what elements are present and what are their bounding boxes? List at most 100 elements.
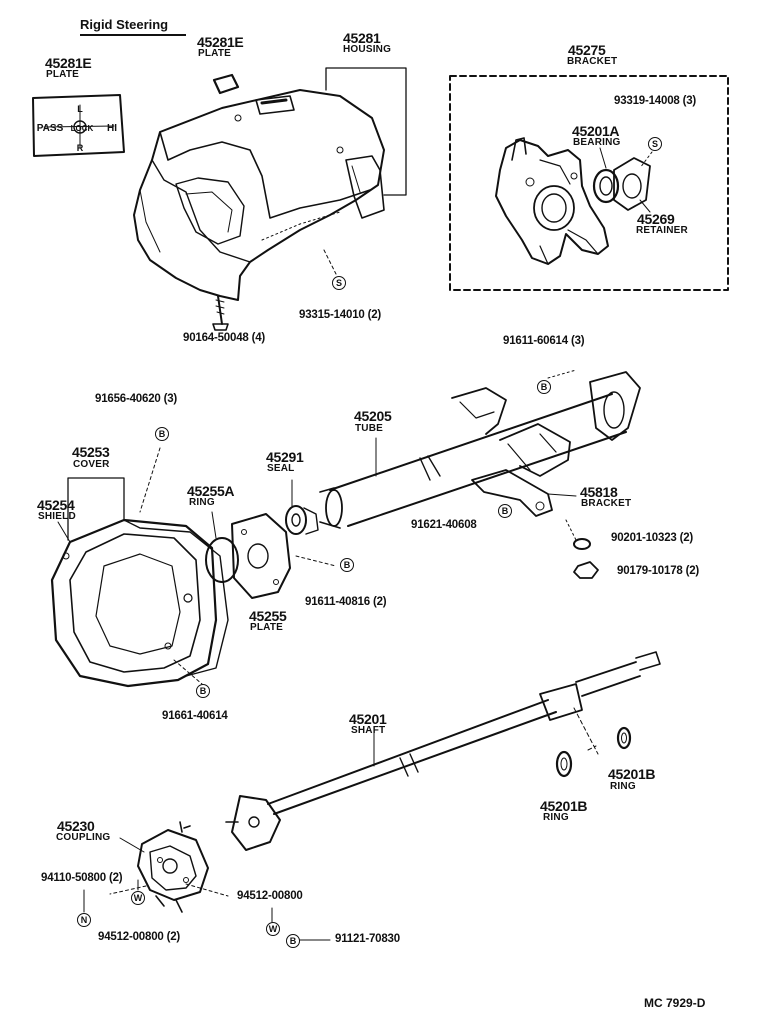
- ring-201B-guide: [573, 707, 599, 755]
- ring-201B-a-drawing: [555, 750, 573, 778]
- diagram-code: MC 7929-D: [644, 996, 706, 1010]
- bracket-bolt-leader: [639, 151, 653, 169]
- retainer-drawing: [613, 157, 651, 211]
- pn-90201: 90201-10323 (2): [611, 532, 694, 544]
- bracket-nut-leader: [565, 519, 577, 541]
- part-45275-name: BRACKET: [567, 56, 618, 67]
- part-45818-name: BRACKET: [581, 498, 632, 509]
- part-45269-name: RETAINER: [636, 225, 688, 236]
- pn-91611-40816: 91611-40816 (2): [305, 596, 387, 608]
- plate-bolt-leader: [295, 555, 337, 567]
- part-45818-number: 45818: [580, 484, 618, 500]
- part-45205-name: TUBE: [355, 423, 384, 434]
- lower-cover-bolt-leader: [173, 659, 203, 685]
- part-45253-name: COVER: [73, 459, 110, 470]
- b-badge-lower-cover: B: [196, 684, 210, 698]
- pn-91661: 91661-40614: [162, 710, 228, 722]
- part-45201A-name: BEARING: [573, 137, 621, 148]
- washer-drawing: [573, 538, 591, 550]
- coupling-bolt-leader: [109, 885, 147, 895]
- b-badge-bracket: B: [498, 504, 512, 518]
- part-45281E-a-name: PLATE: [46, 69, 80, 80]
- screw-drawing: [212, 295, 229, 331]
- pn-94110: 94110-50800 (2): [41, 872, 123, 884]
- b-badge-cover: B: [155, 427, 169, 441]
- pn-93319: 93319-14008 (3): [614, 95, 697, 107]
- part-45201A-number: 45201A: [572, 123, 620, 139]
- upper-bolt-leader: [547, 369, 577, 379]
- pn-94512-b: 94512-00800 (2): [98, 931, 181, 943]
- part-45201-name: SHAFT: [351, 725, 386, 736]
- part-45230-name: COUPLING: [56, 832, 111, 843]
- part-45201-number: 45201: [349, 711, 387, 727]
- part-45281E-b-number: 45281E: [197, 34, 244, 50]
- part-45253-number: 45253: [72, 444, 110, 460]
- b-badge-pinch-bolt: B: [286, 934, 300, 948]
- pn-93315: 93315-14010 (2): [299, 309, 382, 321]
- b-badge-plate: B: [340, 558, 354, 572]
- plate-glyph-left: PASS: [37, 123, 64, 134]
- nut-drawing: [573, 561, 599, 579]
- part-45255-name: PLATE: [250, 622, 284, 633]
- part-45205-number: 45205: [354, 408, 392, 424]
- seal-drawing: [285, 505, 319, 535]
- cover-bolt-leader: [139, 447, 161, 513]
- lock-plate-drawing: [32, 94, 125, 157]
- b-badge-tube: B: [537, 380, 551, 394]
- part-45201B-a-number: 45201B: [540, 798, 588, 814]
- pn-90179: 90179-10178 (2): [617, 565, 700, 577]
- diagram-title: Rigid Steering: [80, 17, 169, 32]
- coupling-washer-leader: [185, 883, 229, 897]
- title-underline: [80, 34, 186, 36]
- shaft-drawing: [225, 651, 661, 851]
- part-45281-number: 45281: [343, 30, 381, 46]
- plate-glyph-top: L: [77, 104, 83, 114]
- ring-201B-b-drawing: [616, 726, 632, 750]
- s-badge-housing: S: [332, 276, 346, 290]
- bracket-assembly-box: [449, 75, 729, 291]
- lock-plate-glyphs: L R PASS LOCK HI: [37, 104, 117, 153]
- screw-leader: [323, 249, 337, 275]
- part-45255A-number: 45255A: [187, 483, 235, 499]
- part-45275-number: 45275: [568, 42, 606, 58]
- pn-91656: 91656-40620 (3): [95, 393, 178, 405]
- part-45269-number: 45269: [637, 211, 675, 227]
- pn-91611-60614: 91611-60614 (3): [503, 335, 585, 347]
- upper-bracket-drawing: [451, 387, 507, 435]
- housing-leader: [325, 67, 407, 196]
- pn-94512-a: 94512-00800: [237, 890, 303, 902]
- part-45254-name: SHIELD: [38, 511, 76, 522]
- ring-255A-drawing: [205, 537, 239, 583]
- part-45254-number: 45254: [37, 497, 75, 513]
- part-45201B-b-name: RING: [610, 781, 636, 792]
- plate-glyph-center: LOCK: [71, 124, 94, 133]
- plate-glyph-right: HI: [107, 123, 117, 134]
- s-badge-bracket: S: [648, 137, 662, 151]
- bracket-818-leader: [547, 493, 577, 497]
- part-45201B-b-number: 45201B: [608, 766, 656, 782]
- bracket-drawing: [495, 137, 609, 265]
- retainer-leader: [639, 199, 651, 213]
- part-45281E-a-number: 45281E: [45, 55, 92, 71]
- pn-91121: 91121-70830: [335, 933, 400, 945]
- part-45281E-b-name: PLATE: [198, 48, 232, 59]
- plate-glyph-bottom: R: [77, 143, 84, 153]
- lower-bracket-drawing: [471, 423, 571, 517]
- part-45255-number: 45255: [249, 608, 287, 624]
- part-45291-number: 45291: [266, 449, 304, 465]
- shield-leader: [57, 521, 71, 543]
- tube-drawing: [319, 371, 641, 529]
- bearing-drawing: [592, 168, 620, 204]
- bearing-leader: [599, 147, 607, 169]
- cover-drawing: [50, 518, 229, 688]
- w-badge-left: W: [131, 891, 145, 905]
- part-45230-number: 45230: [57, 818, 95, 834]
- small-plate-drawing: [212, 73, 240, 95]
- pn-90164: 90164-50048 (4): [183, 332, 266, 344]
- part-45255A-name: RING: [189, 497, 215, 508]
- part-45201B-a-name: RING: [543, 812, 569, 823]
- part-45291-name: SEAL: [267, 463, 295, 474]
- w-badge-right: W: [266, 922, 280, 936]
- plate-255-drawing: [231, 513, 291, 599]
